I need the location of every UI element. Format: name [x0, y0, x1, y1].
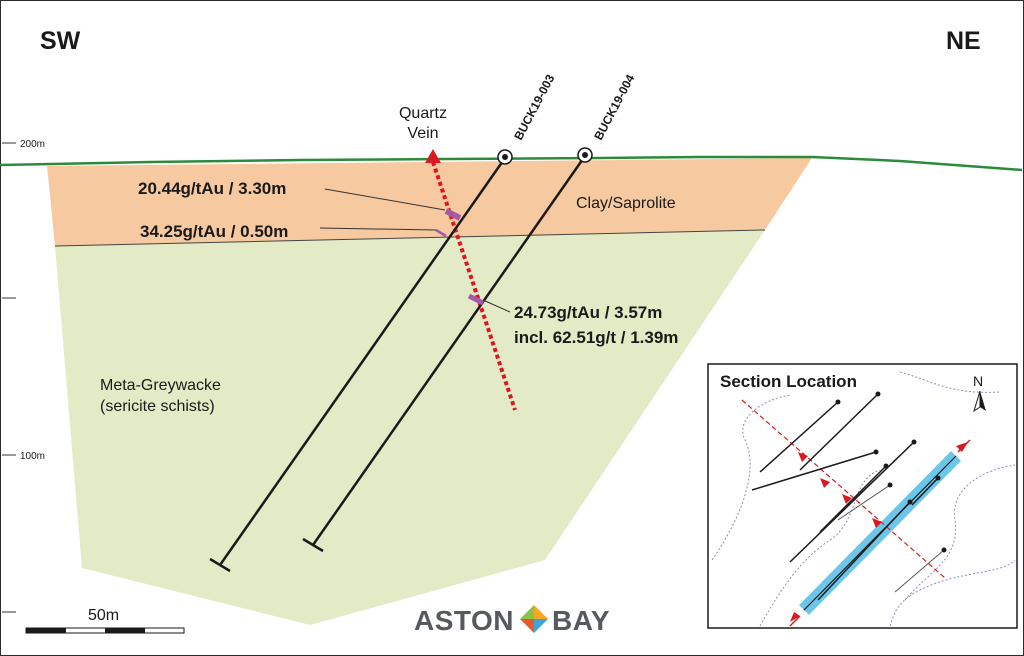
direction-label-sw: SW — [40, 27, 81, 55]
assay-marker-2 — [435, 228, 447, 238]
section-location-inset: N Section Location — [707, 363, 1018, 629]
scale-bar-label: 50m — [88, 607, 119, 624]
unit-label-meta-greywacke-line1: Meta-Greywacke — [100, 377, 221, 394]
drillhole-endcap-buck19-004 — [302, 537, 324, 553]
elevation-label-200m: 200m — [20, 139, 45, 150]
drillhole-endcap-buck19-003 — [209, 557, 231, 573]
assay-marker-1 — [444, 208, 462, 221]
inset-vein-trace — [741, 399, 946, 579]
aston-bay-logo: ASTON BAY — [414, 605, 610, 636]
scale-bar — [25, 627, 185, 634]
assay-leader-1 — [324, 188, 446, 211]
quartz-vein-symbol — [425, 149, 441, 163]
elevation-label-100m: 100m — [20, 451, 45, 462]
logo-text-left: ASTON — [414, 605, 514, 636]
north-label: N — [973, 373, 983, 389]
unit-label-clay-saprolite: Clay/Saprolite — [576, 195, 676, 212]
assay-marker-3 — [467, 293, 485, 306]
north-arrow-icon — [973, 390, 986, 413]
assay-leader-2 — [319, 227, 437, 231]
assay-label-3-line2: incl. 62.51g/t / 1.39m — [514, 328, 678, 347]
direction-label-ne: NE — [946, 27, 981, 55]
clay-base-contact — [54, 229, 766, 247]
unit-label-meta-greywacke-line2: (sericite schists) — [100, 398, 215, 415]
elevation-axis — [2, 142, 16, 613]
assay-leader-3 — [482, 299, 511, 313]
quartz-vein-trace — [431, 161, 517, 411]
topography-line — [0, 155, 1023, 172]
assay-label-2: 34.25g/tAu / 0.50m — [140, 222, 288, 241]
logo-diamond-icon — [520, 605, 548, 633]
quartz-vein-label-line1: Quartz — [399, 105, 447, 122]
inset-title: Section Location — [720, 372, 857, 391]
logo-text-right: BAY — [552, 605, 610, 636]
drillhole-label-buck19-004: BUCK19-004 — [591, 72, 637, 142]
meta-greywacke-unit — [55, 230, 765, 625]
assay-label-1: 20.44g/tAu / 3.30m — [138, 179, 286, 198]
inset-section-arrow-sw — [790, 612, 800, 622]
quartz-vein-label-line2: Vein — [407, 125, 438, 142]
drillhole-trace-buck19-003 — [218, 157, 507, 566]
drillhole-trace-buck19-004 — [311, 155, 587, 546]
clay-saprolite-unit — [47, 158, 812, 246]
drillhole-label-buck19-003: BUCK19-003 — [511, 72, 557, 142]
assay-label-3-line1: 24.73g/tAu / 3.57m — [514, 303, 662, 322]
